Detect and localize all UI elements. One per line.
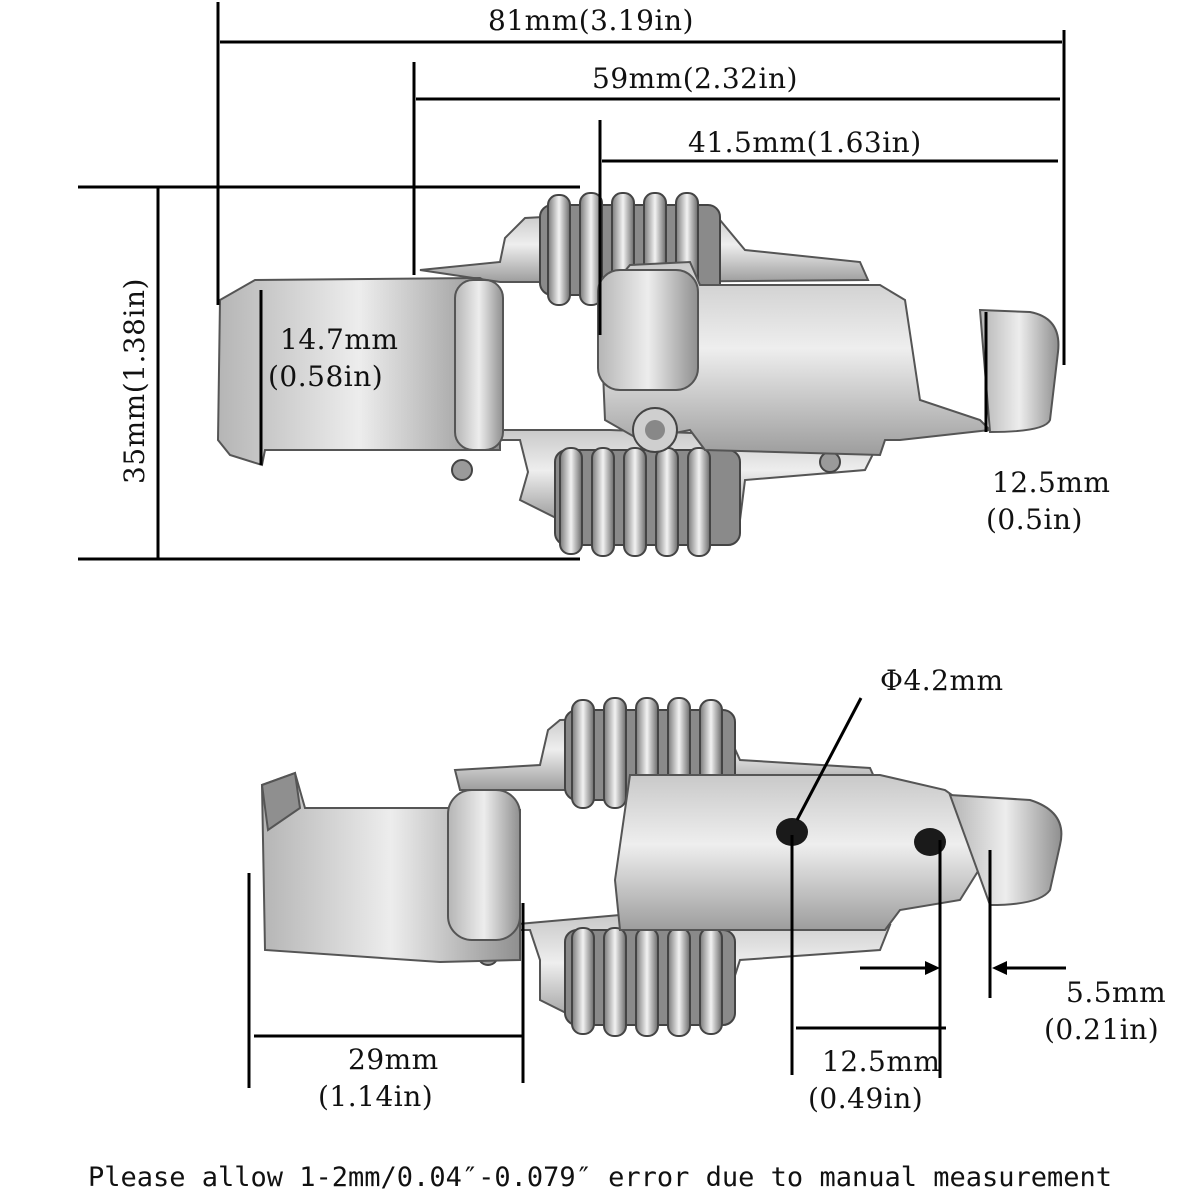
arrowheads — [925, 961, 1007, 975]
dim-inner-length: 41.5mm(1.63in) — [688, 126, 922, 159]
dim-hook-length-in: (1.14in) — [318, 1080, 434, 1113]
dim-hook-length-mm: 29mm — [348, 1043, 439, 1076]
lower-spring-bottom — [564, 927, 736, 1037]
dim-hole-spacing-mm: 12.5mm — [822, 1045, 941, 1078]
dim-edge-distance-in: (0.21in) — [1044, 1013, 1160, 1046]
dim-hole-spacing-in: (0.49in) — [808, 1082, 924, 1115]
hook-top — [216, 276, 504, 467]
latch-top-view — [216, 192, 1060, 557]
mounting-hole-1 — [776, 818, 808, 846]
dim-hole-diameter: Φ4.2mm — [880, 664, 1004, 697]
dim-tip-width-in: (0.5in) — [986, 503, 1083, 536]
dim-tip-width-mm: 12.5mm — [992, 466, 1111, 499]
lower-spring — [554, 447, 741, 557]
lever-bottom — [613, 774, 1063, 931]
mounting-hole-2 — [914, 828, 946, 856]
measurement-note: Please allow 1-2mm/0.04″-0.079″ error du… — [87, 1162, 1113, 1193]
dim-mid-length: 59mm(2.32in) — [592, 62, 798, 95]
hook-bottom — [260, 771, 521, 964]
dim-overall-length: 81mm(3.19in) — [488, 4, 694, 37]
dim-hook-width-mm: 14.7mm — [280, 323, 399, 356]
lever-top — [597, 260, 1060, 457]
latch-bottom-view — [260, 697, 1063, 1037]
dim-hook-width-in: (0.58in) — [268, 360, 384, 393]
dimension-lines-bottom — [247, 697, 1066, 1088]
dim-edge-distance-mm: 5.5mm — [1066, 976, 1167, 1009]
dim-height: 35mm(1.38in) — [118, 278, 151, 484]
dimension-lines-top — [78, 2, 1066, 561]
